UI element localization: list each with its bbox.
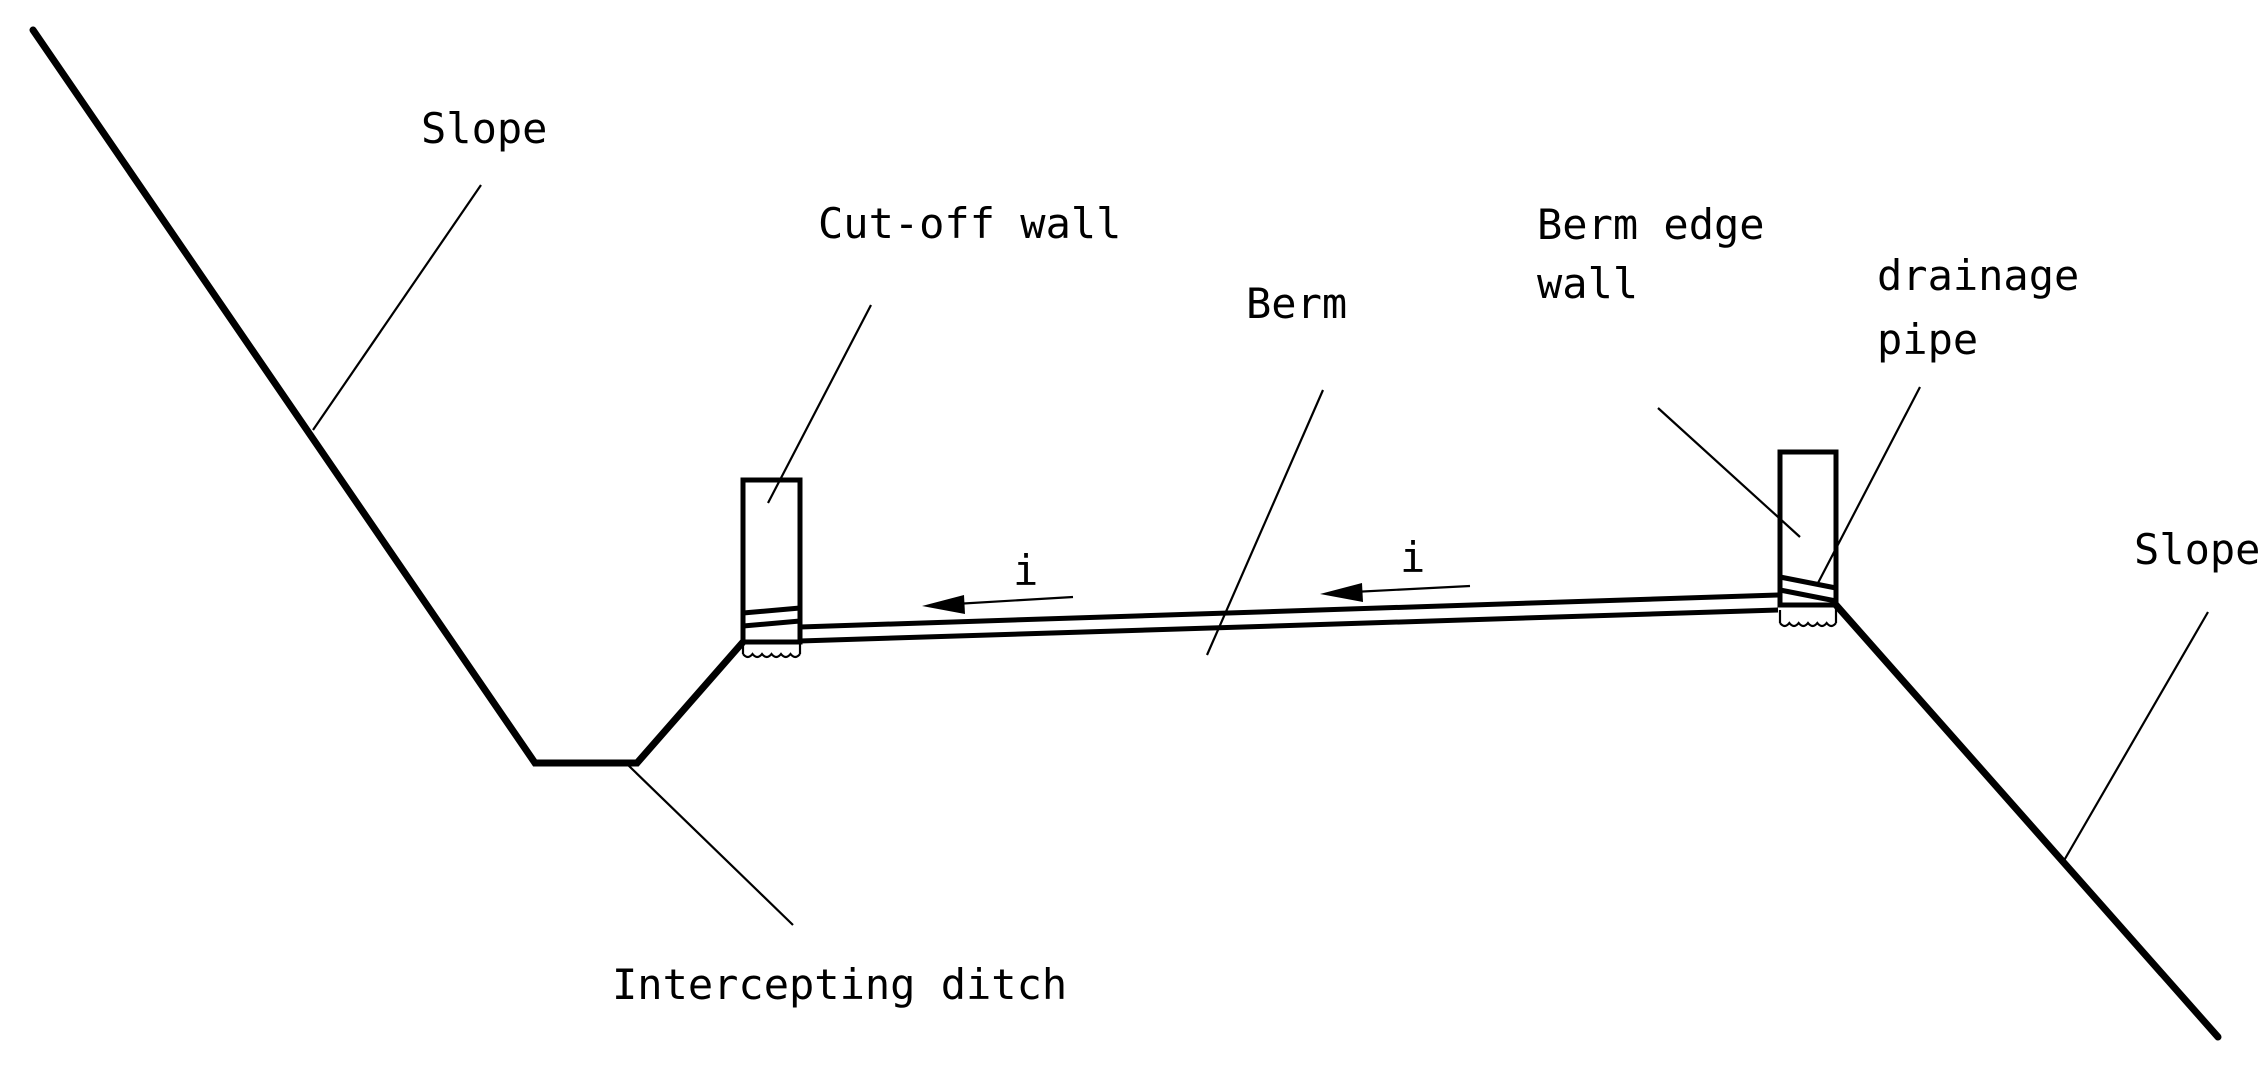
cut-off-wall xyxy=(740,477,803,659)
slope-arrow-right xyxy=(1320,583,1471,602)
berm-surface xyxy=(799,592,1779,644)
label-berm-edge-wall-line1: Berm edge xyxy=(1537,200,1765,249)
right-slope-line xyxy=(1832,601,2222,1041)
leader-slope-left xyxy=(312,184,482,431)
label-drainage-pipe-line2: pipe xyxy=(1877,315,1978,364)
label-slope-symbol-left: i xyxy=(1013,546,1038,595)
label-intercepting-ditch: Intercepting ditch xyxy=(612,960,1067,1009)
label-slope-left: Slope xyxy=(421,104,547,153)
leader-intercepting-ditch xyxy=(627,764,794,926)
label-berm-edge-wall-line2: wall xyxy=(1537,259,1638,308)
label-cut-off-wall: Cut-off wall xyxy=(818,199,1121,248)
leader-berm xyxy=(1205,389,1325,656)
label-berm: Berm xyxy=(1246,279,1347,328)
left-slope-and-ditch-profile xyxy=(29,26,747,767)
leader-drainage-pipe xyxy=(1817,386,1921,584)
berm-edge-wall xyxy=(1777,449,1839,628)
leader-cut-off-wall xyxy=(767,304,872,504)
label-slope-right: Slope xyxy=(2134,525,2260,574)
leader-berm-edge-wall xyxy=(1657,407,1801,538)
label-drainage-pipe-line1: drainage xyxy=(1877,251,2079,300)
label-slope-symbol-right: i xyxy=(1400,533,1425,582)
leader-slope-right xyxy=(2061,611,2209,865)
slope-arrow-left xyxy=(922,595,1074,614)
